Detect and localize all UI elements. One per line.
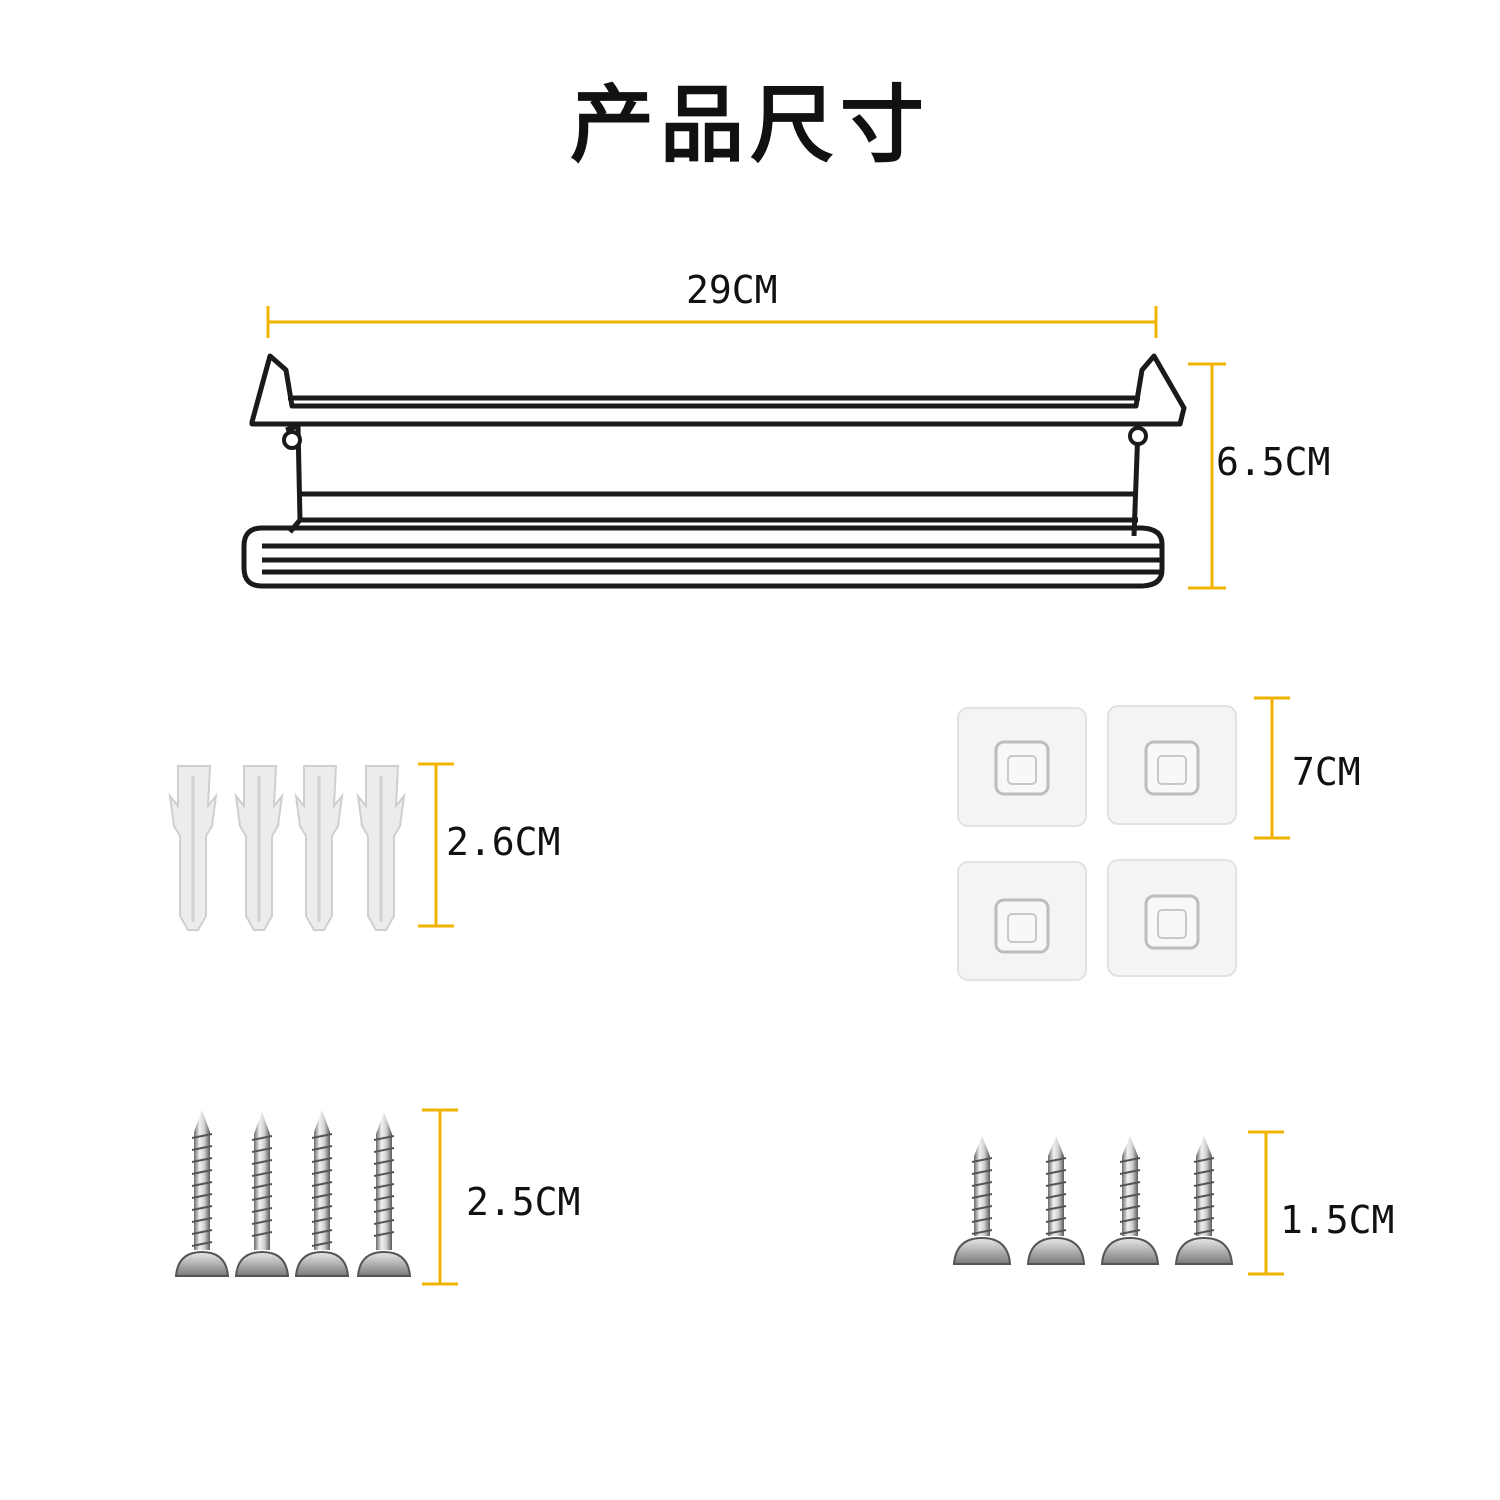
wall-anchors — [168, 765, 406, 931]
rack-height-label: 6.5CM — [1216, 440, 1331, 484]
short-screw-dimension-line — [1248, 1130, 1284, 1276]
adhesive-hooks — [957, 705, 1237, 981]
hook-size-label: 7CM — [1292, 750, 1361, 794]
long-screws — [174, 1110, 412, 1277]
anchor-dimension-line — [418, 762, 454, 928]
mounting-hole-right — [1128, 426, 1148, 446]
spice-rack — [241, 353, 1187, 589]
long-screw-length-label: 2.5CM — [466, 1180, 581, 1224]
short-screw-length-label: 1.5CM — [1280, 1198, 1395, 1242]
hook-dimension-line — [1254, 696, 1290, 840]
width-dimension-line — [266, 306, 1158, 338]
short-screws — [952, 1136, 1234, 1265]
mounting-hole-left — [282, 430, 302, 450]
rack-width-label: 29CM — [686, 268, 778, 312]
long-screw-dimension-line — [422, 1108, 458, 1286]
height-dimension-line — [1188, 362, 1226, 590]
page-title: 产品尺寸 — [569, 76, 930, 174]
anchor-length-label: 2.6CM — [446, 820, 561, 864]
